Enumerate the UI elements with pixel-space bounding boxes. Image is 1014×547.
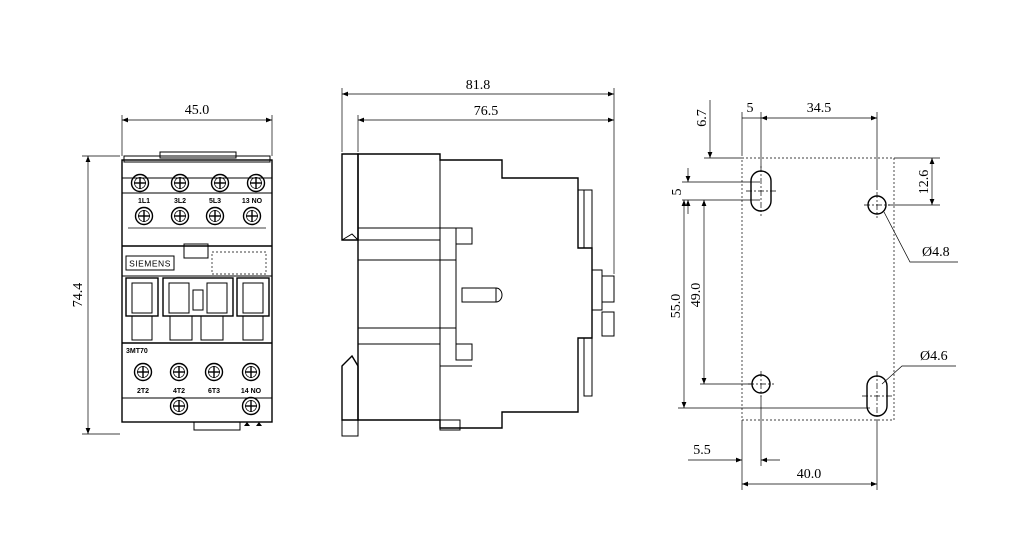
terminal-label-top: 5L3 — [209, 198, 221, 205]
dim-vertical-span-outer: 55.0 — [669, 294, 684, 319]
screw-icon — [170, 206, 190, 226]
screw-icon — [241, 362, 261, 382]
terminal-label-top: 13 NO — [242, 198, 263, 205]
dim-bottom-left-offset: 5.5 — [693, 443, 711, 458]
dim-top-offset: 6.7 — [695, 109, 710, 127]
mounting-plate-outline — [741, 157, 895, 421]
terminal-label-bottom: 2T2 — [137, 388, 149, 395]
screw-icon — [242, 206, 262, 226]
mounting-view: 34.5 5 6.7 12.6 5 55.0 49.0 Ø4.8 Ø4.6 — [669, 100, 958, 490]
dim-left-hole-offset: 5 — [747, 101, 754, 116]
screw-icon — [246, 173, 266, 193]
screw-icon — [210, 173, 230, 193]
terminal-label-bottom: 4T2 — [173, 388, 185, 395]
dim-bottom-hole-diameter: Ø4.6 — [920, 349, 948, 364]
plunger — [461, 287, 497, 303]
dim-vertical-span-inner: 49.0 — [689, 283, 704, 308]
dim-body-depth: 76.5 — [474, 104, 499, 119]
screw-icon — [169, 396, 189, 416]
dim-left-slot-half: 5 — [670, 189, 685, 196]
model-label: 3MT70 — [126, 348, 148, 355]
screw-icon — [241, 396, 261, 416]
indicator-window — [183, 243, 209, 259]
screw-icon — [170, 173, 190, 193]
top-terminal-screws — [134, 206, 262, 226]
contact-windows — [125, 277, 270, 341]
dim-hole-spacing-top: 34.5 — [807, 101, 832, 116]
screw-icon — [205, 206, 225, 226]
dim-right-hole-diameter: Ø4.8 — [922, 245, 950, 260]
dim-right-hole-drop: 12.6 — [917, 170, 932, 195]
screw-icon — [130, 173, 150, 193]
terminal-label-top: 3L2 — [174, 198, 186, 205]
front-view: 1L1 3L2 5L3 13 NO SIEMENS 3MT70 — [71, 103, 273, 435]
bottom-terminal-screws — [133, 362, 261, 382]
terminal-label-top: 1L1 — [138, 198, 150, 205]
screw-icon — [169, 362, 189, 382]
top-upper-screws — [130, 173, 266, 193]
screw-icon — [134, 206, 154, 226]
dim-front-height: 74.4 — [71, 283, 86, 308]
bottom-lower-screws — [169, 396, 261, 416]
dim-overall-depth: 81.8 — [466, 78, 491, 93]
label-area — [211, 251, 267, 275]
terminal-label-bottom: 14 NO — [241, 388, 262, 395]
dim-front-width: 45.0 — [185, 103, 210, 118]
screw-icon — [133, 362, 153, 382]
dim-bottom-width: 40.0 — [797, 467, 822, 482]
din-clip — [193, 421, 241, 431]
brand-label: SIEMENS — [129, 259, 171, 269]
brand-plate — [125, 255, 175, 271]
screw-icon — [204, 362, 224, 382]
side-view: 81.8 76.5 — [341, 78, 615, 437]
side-body-outline — [357, 153, 593, 429]
terminal-label-bottom: 6T3 — [208, 388, 220, 395]
